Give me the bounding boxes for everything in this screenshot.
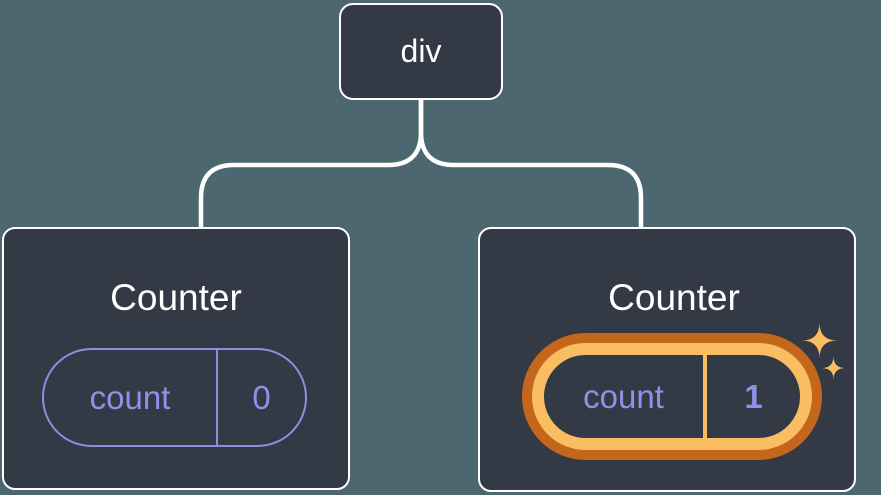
state-value-left: 0 <box>252 378 271 416</box>
sparkles-icon <box>801 322 846 380</box>
counter-card-right: Counter count 1 <box>478 227 856 492</box>
counter-card-left: Counter count 0 <box>2 227 350 490</box>
state-key-left: count <box>89 378 171 416</box>
root-node-label: div <box>400 33 442 69</box>
connector-left-branch <box>198 99 424 229</box>
sparkle-small <box>821 356 846 380</box>
state-key-right: count <box>583 377 664 415</box>
sparkle-large <box>801 322 838 359</box>
component-title-left: Counter <box>110 277 242 318</box>
root-node-div: div <box>339 3 503 100</box>
state-pill-highlight-ring: count 1 <box>522 333 822 460</box>
state-pill-left: count 0 <box>42 348 307 447</box>
connector-right-branch <box>418 99 644 229</box>
highlight-ring-inner: count 1 <box>532 343 812 450</box>
pill-divider-left <box>216 350 218 445</box>
pill-divider-right <box>703 355 707 438</box>
component-title-right: Counter <box>608 277 740 318</box>
state-value-right: 1 <box>744 377 763 415</box>
state-pill-right: count 1 <box>544 355 800 438</box>
